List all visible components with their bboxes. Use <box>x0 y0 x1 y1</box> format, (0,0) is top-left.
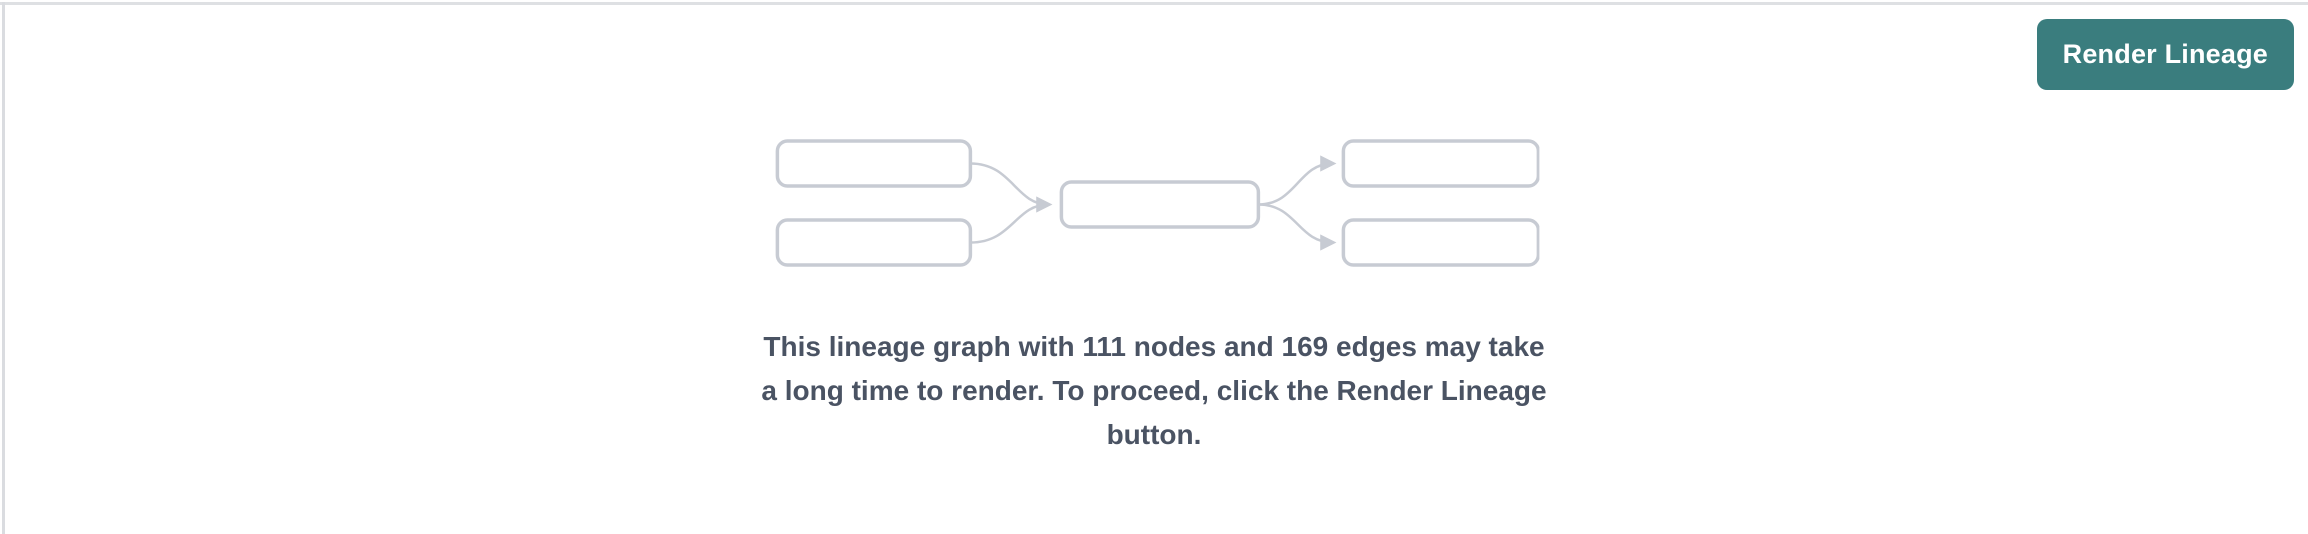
panel-left-border <box>2 2 5 534</box>
placeholder-node <box>775 139 972 188</box>
lineage-warning-message: This lineage graph with 111 nodes and 16… <box>761 325 1546 457</box>
message-line-3: button. <box>1106 419 1202 450</box>
placeholder-node <box>775 218 972 267</box>
placeholder-node <box>1341 218 1539 267</box>
placeholder-node <box>1059 180 1260 229</box>
lineage-placeholder: This lineage graph with 111 nodes and 16… <box>761 135 1547 457</box>
render-lineage-button[interactable]: Render Lineage <box>2036 19 2294 90</box>
message-line-1: This lineage graph with 111 nodes and 16… <box>763 331 1545 362</box>
message-line-2: a long time to render. To proceed, click… <box>761 375 1547 406</box>
placeholder-node <box>1341 139 1539 188</box>
panel-top-border <box>0 2 2308 5</box>
lineage-graph-placeholder-icon <box>775 139 1539 267</box>
